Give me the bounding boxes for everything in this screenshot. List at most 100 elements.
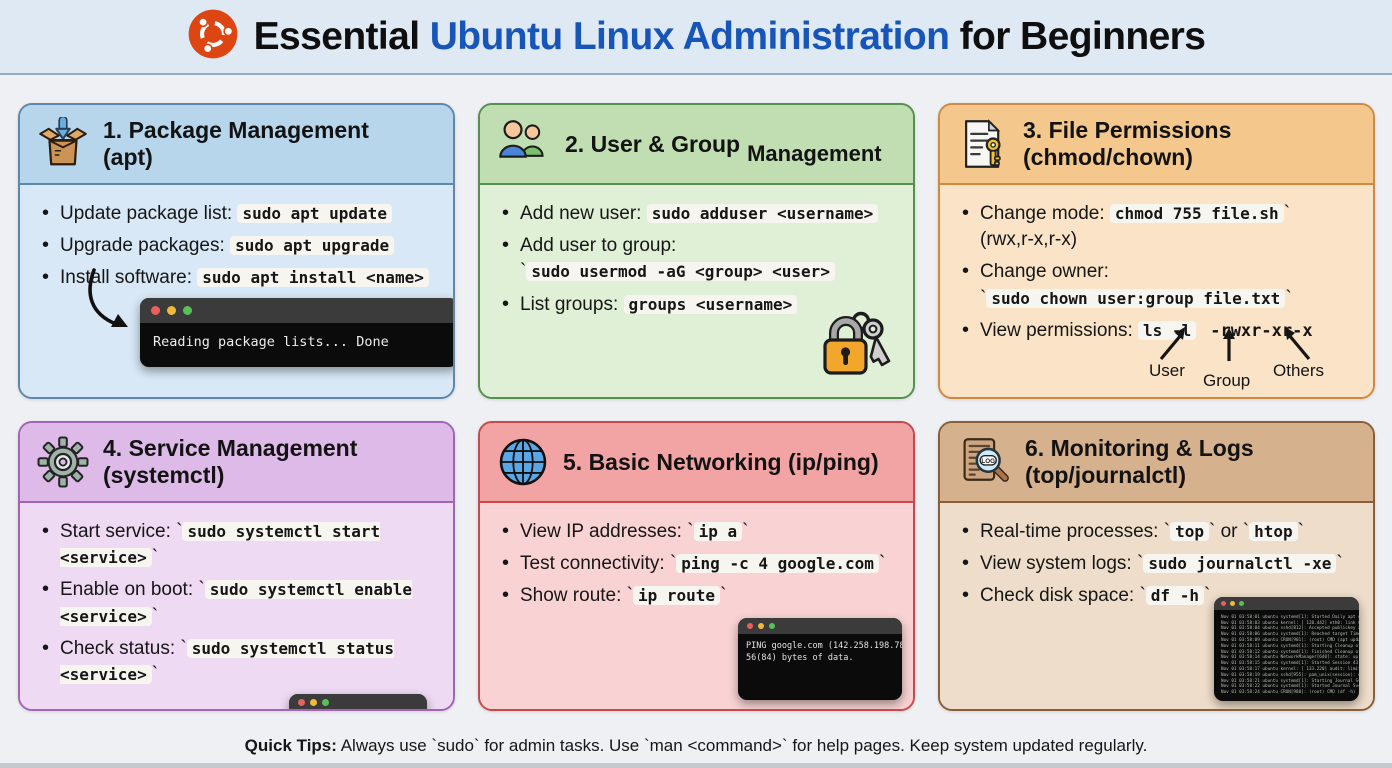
bullet-item: Test connectivity: `ping -c 4 google.com… bbox=[496, 550, 897, 578]
bullet-text: ` bbox=[1285, 287, 1292, 309]
quick-tips: Quick Tips: Always use `sudo` for admin … bbox=[0, 736, 1392, 756]
bullet-item: Check status: `sudo systemctl status <se… bbox=[36, 635, 437, 688]
terminal-titlebar bbox=[1214, 596, 1359, 610]
code-chip: ip route bbox=[633, 586, 721, 606]
bullet-text: Upgrade packages: bbox=[60, 235, 231, 257]
bullet-text: View IP addresses: ` bbox=[520, 521, 694, 542]
card-title-line: 5. Basic Networking (ip/ping) bbox=[563, 448, 879, 475]
code-chip: sudo chown user:group file.txt bbox=[986, 288, 1286, 308]
bullet-item: List groups: groups <username> bbox=[496, 291, 897, 318]
bullet-text: View system logs: ` bbox=[980, 553, 1144, 575]
close-dot-icon bbox=[298, 699, 305, 707]
bullet-text: Check status: ` bbox=[60, 637, 187, 659]
minimize-dot-icon bbox=[167, 305, 176, 315]
bullet-item: Update package list: sudo apt update bbox=[36, 200, 437, 228]
terminal-output: PING google.com (142.258.198.78)56(84) b… bbox=[738, 634, 902, 700]
code-chip: sudo apt upgrade bbox=[230, 236, 395, 256]
terminal-titlebar bbox=[289, 694, 427, 709]
title-post: for Beginners bbox=[949, 14, 1206, 58]
bullet-text: Add new user: bbox=[520, 203, 647, 224]
terminal-line: Nov 01 03:58:04 ubuntu sshd[812]: Accept… bbox=[1221, 626, 1359, 632]
card-title-line: (apt) bbox=[103, 144, 153, 170]
bullet-text: Show route: ` bbox=[520, 585, 633, 607]
card-title: 4. Service Management(systemctl) bbox=[103, 435, 357, 488]
card-header: LOG 6. Monitoring & Logs(top/journalctl) bbox=[940, 423, 1373, 503]
bullet-item: Change mode: chmod 755 file.sh`(rwx,r-x,… bbox=[956, 200, 1357, 253]
gear-icon bbox=[36, 435, 90, 489]
bullet-text: ` bbox=[520, 261, 527, 283]
close-dot-icon bbox=[747, 622, 753, 629]
bullet-text: ` or ` bbox=[1208, 521, 1250, 542]
permission-label: User bbox=[1149, 361, 1185, 380]
bullet-text: Check disk space: ` bbox=[980, 585, 1146, 607]
card-body: Add new user: sudo adduser <username>Add… bbox=[480, 185, 913, 397]
bullet-text: ` bbox=[151, 664, 159, 686]
bullet-text: Update package list: bbox=[60, 203, 238, 224]
maximize-dot-icon bbox=[1239, 600, 1244, 606]
terminal-window: PING google.com (142.258.198.78)56(84) b… bbox=[738, 617, 902, 700]
document-key-icon bbox=[956, 117, 1010, 171]
code-chip: sudo apt install <name> bbox=[197, 268, 429, 288]
bullet-item: Add user to group:`sudo usermod -aG <gro… bbox=[496, 232, 897, 285]
users-icon bbox=[496, 117, 552, 171]
bullet-text: Test connectivity: ` bbox=[520, 553, 677, 575]
status-terminal: active (running) bbox=[36, 694, 427, 709]
code-chip: ping -c 4 google.com bbox=[676, 554, 879, 574]
bullet-item: Change owner:`sudo chown user:group file… bbox=[956, 258, 1357, 311]
minimize-dot-icon bbox=[1230, 600, 1235, 606]
bullet-text: ` bbox=[1283, 203, 1291, 224]
bullet-text: ` bbox=[1336, 553, 1343, 575]
bullet-item: Start service: `sudo systemctl start <se… bbox=[36, 518, 437, 571]
package-box-icon bbox=[36, 117, 90, 171]
card-title-line: 6. Monitoring & Logs bbox=[1025, 435, 1254, 462]
terminal-line: Nov 01 03:58:21 ubuntu systemd[1]: Start… bbox=[1221, 678, 1359, 684]
header-band: Essential Ubuntu Linux Administration fo… bbox=[0, 0, 1392, 75]
card-body: Start service: `sudo systemctl start <se… bbox=[20, 503, 453, 709]
terminal-with-arrow: Reading package lists... Done bbox=[88, 267, 453, 367]
permission-arrows-icon bbox=[1159, 327, 1311, 361]
bullet-item: Check disk space: `df -h` bbox=[956, 582, 1357, 610]
code-chip: sudo journalctl -xe bbox=[1143, 554, 1337, 574]
terminal-line: Nov 01 03:58:03 ubuntu kernel: [ 120.442… bbox=[1221, 620, 1359, 626]
title-highlight: Ubuntu Linux Administration bbox=[429, 14, 950, 58]
ubuntu-logo-icon bbox=[187, 8, 239, 65]
card-title-drop-word: Management bbox=[747, 140, 882, 166]
card-header: 1. Package Management(apt) bbox=[20, 105, 453, 185]
bullet-item: Install software: sudo apt install <name… bbox=[36, 264, 437, 292]
bullet-text: Real-time processes: ` bbox=[980, 521, 1171, 542]
bullet-text: ` bbox=[742, 521, 749, 542]
terminal-window: Nov 01 03:58:01 ubuntu systemd[1]: Start… bbox=[1214, 596, 1359, 701]
card-body: Change mode: chmod 755 file.sh`(rwx,r-x,… bbox=[940, 185, 1373, 397]
quick-tips-label: Quick Tips: bbox=[244, 736, 337, 755]
code-chip: sudo adduser <username> bbox=[646, 204, 879, 223]
card-title-line: 4. Service Management bbox=[103, 435, 358, 462]
terminal-line: PING google.com (142.258.198.78) bbox=[746, 640, 902, 651]
bullet-text: ` bbox=[878, 553, 886, 575]
terminal-output: Reading package lists... Done bbox=[140, 323, 453, 367]
terminal-line: Nov 01 03:58:14 ubuntu NetworkManager[64… bbox=[1221, 655, 1359, 661]
terminal-line: Nov 01 03:58:12 ubuntu systemd[1]: Finis… bbox=[1221, 649, 1359, 655]
bullet-item: Add new user: sudo adduser <username> bbox=[496, 200, 897, 228]
bullet-text: ` bbox=[1203, 585, 1211, 607]
bottom-strip bbox=[0, 763, 1392, 768]
terminal-line: Nov 01 03:58:19 ubuntu sshd[955]: pam_un… bbox=[1221, 672, 1359, 678]
bullet-text: Add user to group: bbox=[520, 235, 677, 257]
card-title-line: 3. File Permissions bbox=[1023, 117, 1232, 144]
card-monitoring-logs: LOG 6. Monitoring & Logs(top/journalctl)… bbox=[938, 421, 1375, 711]
terminal-titlebar bbox=[738, 617, 902, 634]
curved-arrow-icon bbox=[88, 267, 128, 327]
code-chip: groups <username> bbox=[623, 294, 798, 314]
bullet-item: View system logs: `sudo journalctl -xe` bbox=[956, 550, 1357, 578]
card-basic-networking: 5. Basic Networking (ip/ping) View IP ad… bbox=[478, 421, 915, 711]
bullet-item: View IP addresses: `ip a` bbox=[496, 518, 897, 546]
bullet-text: ` bbox=[720, 585, 727, 607]
bullet-text: ` bbox=[151, 605, 159, 627]
terminal-line: Nov 01 03:58:11 ubuntu systemd[1]: Start… bbox=[1221, 643, 1359, 649]
card-service-management: 4. Service Management(systemctl) Start s… bbox=[18, 421, 455, 711]
quick-tips-text: Always use `sudo` for admin tasks. Use `… bbox=[336, 736, 1148, 755]
bullet-text: Start service: ` bbox=[60, 521, 183, 542]
card-header: 5. Basic Networking (ip/ping) bbox=[480, 423, 913, 503]
card-body: Update package list: sudo apt updateUpgr… bbox=[20, 185, 453, 397]
card-title: 6. Monitoring & Logs(top/journalctl) bbox=[1025, 435, 1254, 488]
